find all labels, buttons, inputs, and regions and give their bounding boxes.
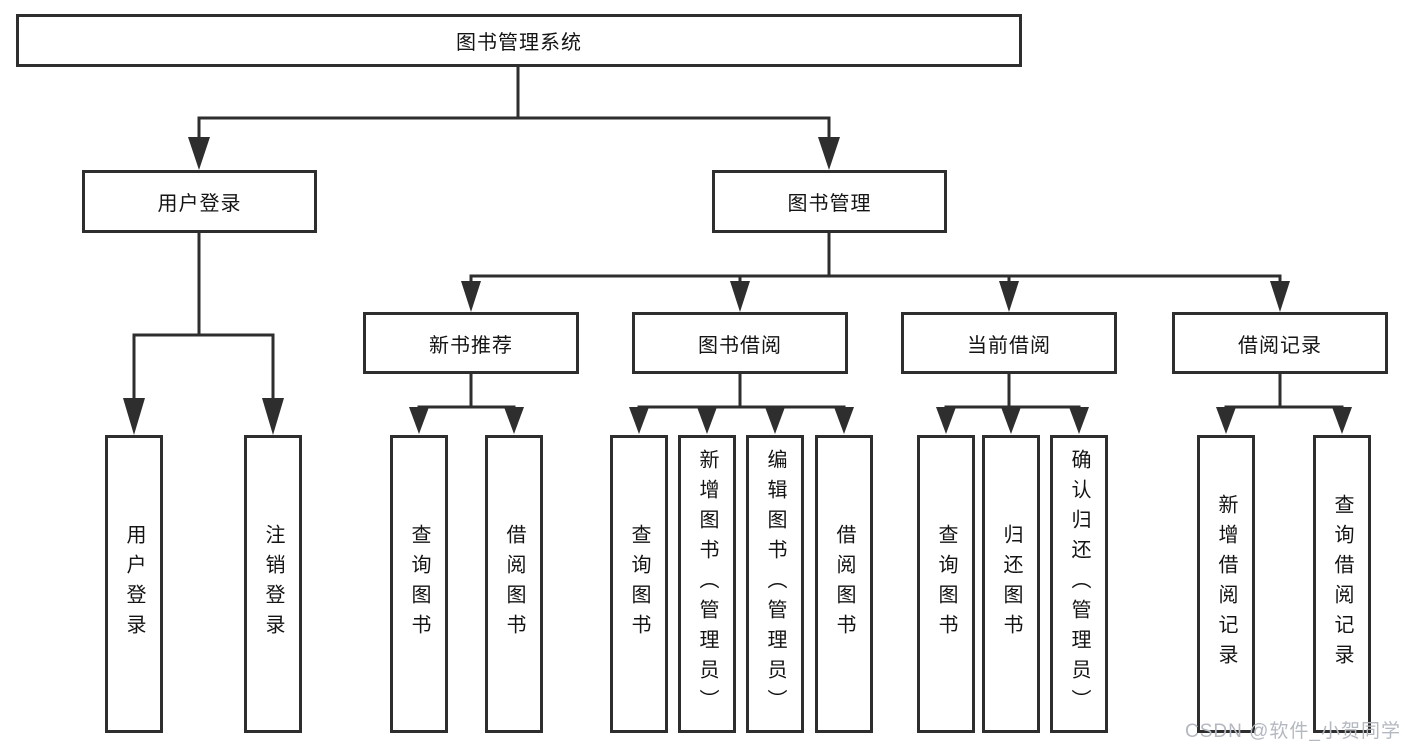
node-label: 图书借阅 [698,334,782,357]
leaf-label: 借阅图书 [503,524,525,644]
leaf-add-book-admin: 新增图书（管理员） [678,435,736,733]
node-new-book-recommend: 新书推荐 [363,312,579,374]
node-label: 当前借阅 [967,334,1051,357]
node-label: 借阅记录 [1238,334,1322,357]
csdn-watermark: CSDN @软件_小贺同学 [1185,721,1401,742]
leaf-label: 编辑图书（管理员） [764,449,786,719]
leaf-query-books-current: 查询图书 [917,435,975,733]
leaf-edit-book-admin: 编辑图书（管理员） [746,435,804,733]
connector-book-management-to-level3 [461,233,1290,312]
leaf-label: 查询借阅记录 [1331,494,1353,674]
node-label: 图书管理 [787,193,872,215]
leaf-user-login: 用户登录 [105,435,163,733]
connector-book-borrow-to-leaves [629,374,854,434]
node-borrow-records: 借阅记录 [1172,312,1388,374]
node-book-management: 图书管理 [712,170,947,233]
leaf-label: 用户登录 [123,524,145,644]
leaf-confirm-return-admin: 确认归还（管理员） [1050,435,1108,733]
connector-new-book-recommend-to-leaves [409,374,524,434]
node-book-borrow: 图书借阅 [632,312,848,374]
connector-root-to-level2 [188,66,840,170]
leaf-add-borrow-record: 新增借阅记录 [1197,435,1255,733]
node-label: 用户登录 [157,193,242,215]
leaf-label: 注销登录 [262,524,284,644]
leaf-label: 确认归还（管理员） [1068,449,1090,719]
leaf-label: 查询图书 [628,524,650,644]
node-library-management-system: 图书管理系统 [16,14,1022,67]
leaf-return-book: 归还图书 [982,435,1040,733]
connector-current-borrow-to-leaves [936,374,1089,434]
leaf-query-books-recommend: 查询图书 [390,435,448,733]
node-current-borrow: 当前借阅 [901,312,1117,374]
leaf-query-borrow-record: 查询借阅记录 [1313,435,1371,733]
leaf-borrow-books: 借阅图书 [815,435,873,733]
leaf-label: 查询图书 [408,524,430,644]
node-label: 新书推荐 [429,334,513,357]
leaf-logout: 注销登录 [244,435,302,733]
node-user-login: 用户登录 [82,170,317,233]
connector-user-login-to-leaves [123,233,284,435]
connector-borrow-records-to-leaves [1216,374,1352,434]
leaf-borrow-books-recommend: 借阅图书 [485,435,543,733]
leaf-query-books-borrow: 查询图书 [610,435,668,733]
node-label: 图书管理系统 [456,32,582,54]
leaf-label: 借阅图书 [833,524,855,644]
leaf-label: 新增借阅记录 [1215,494,1237,674]
leaf-label: 新增图书（管理员） [696,449,718,719]
leaf-label: 查询图书 [935,524,957,644]
leaf-label: 归还图书 [1000,524,1022,644]
